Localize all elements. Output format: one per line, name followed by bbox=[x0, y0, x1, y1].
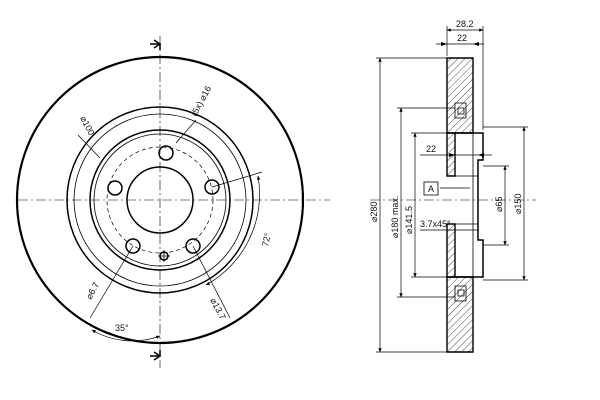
datum-box bbox=[423, 181, 439, 196]
dim-6-7-label: ⌀6.7 bbox=[84, 280, 101, 301]
dim-100-label: ⌀100 bbox=[78, 114, 96, 137]
holes-diameter-symbol: ⌀ bbox=[197, 92, 209, 102]
dim-holes-label: (5x)⌀16 bbox=[189, 84, 213, 118]
dim-65-value: 65 bbox=[494, 197, 504, 207]
disc-outer-circle bbox=[15, 55, 305, 345]
hat-outline bbox=[455, 132, 484, 278]
angle-72-arc bbox=[205, 175, 261, 286]
dim-180-label: ⌀180 max. bbox=[390, 196, 400, 238]
dim-holes-leader bbox=[175, 119, 197, 144]
dim-28-2-label: 28.2 bbox=[456, 19, 474, 29]
dim-65-symbol: ⌀ bbox=[494, 206, 504, 212]
angle-72-label: 72° bbox=[260, 232, 273, 248]
dim-13-7-line bbox=[192, 245, 231, 319]
dim-13-7-symbol: ⌀ bbox=[208, 296, 220, 306]
angle-35-arc bbox=[91, 329, 161, 342]
holes-count: (5x) bbox=[189, 100, 205, 118]
dim-22-hub-label: 22 bbox=[426, 144, 436, 154]
bolt-hole bbox=[107, 180, 123, 196]
hat-wall-lower bbox=[446, 223, 456, 278]
center-bore-circle bbox=[126, 166, 194, 234]
dim-280-value: 280 bbox=[369, 202, 379, 217]
dim-141-symbol: ⌀ bbox=[404, 228, 414, 234]
bolt-hole bbox=[125, 238, 141, 254]
dim-280-label: ⌀280 bbox=[369, 202, 379, 222]
diameter-symbol: ⌀ bbox=[78, 114, 90, 124]
datum-label: A bbox=[428, 184, 434, 194]
vent-slot-upper bbox=[454, 102, 467, 119]
dim-280-symbol: ⌀ bbox=[369, 216, 379, 222]
dim-141-label: ⌀141.5 bbox=[404, 206, 414, 234]
dim-141-value: 141.5 bbox=[404, 206, 414, 229]
dim-6-7-line bbox=[89, 245, 134, 319]
angle-72-ray bbox=[211, 171, 263, 188]
dim-180-value: 180 max. bbox=[390, 196, 400, 233]
bolt-holes bbox=[107, 145, 220, 262]
front-view: ⌀100 (5x)⌀16 72° ⌀6.7 ⌀13.7 35° bbox=[15, 36, 330, 368]
dim-150-value: 150 bbox=[513, 194, 523, 209]
holes-diameter-value: 16 bbox=[200, 84, 214, 98]
section-view: 28.2 22 ⌀280 ⌀180 max. ⌀141.5 22 A bbox=[369, 19, 536, 353]
locator-hole-cross bbox=[158, 250, 170, 262]
dim-6-7-symbol: ⌀ bbox=[84, 291, 96, 301]
dim-150-label: ⌀150 bbox=[513, 194, 523, 214]
bore-lines bbox=[455, 175, 478, 225]
chamfer-label: 3.7x45° bbox=[420, 219, 451, 229]
dim-13-7-value: 13.7 bbox=[211, 301, 228, 321]
friction-ring-lower bbox=[446, 276, 474, 353]
bolt-hole bbox=[185, 238, 201, 254]
dim-65-label: ⌀65 bbox=[494, 197, 504, 212]
section-arrow-top bbox=[150, 39, 162, 50]
dim-180-symbol: ⌀ bbox=[390, 232, 400, 238]
dim-150-symbol: ⌀ bbox=[513, 208, 523, 214]
dim-100-leader bbox=[77, 134, 101, 159]
section-arrow-bottom bbox=[150, 350, 162, 361]
bolt-hole bbox=[158, 145, 174, 161]
angle-35-label: 35° bbox=[115, 323, 129, 333]
friction-ring-upper bbox=[446, 57, 474, 134]
dim-22-top-label: 22 bbox=[457, 33, 467, 43]
vent-slot-lower bbox=[454, 285, 467, 302]
